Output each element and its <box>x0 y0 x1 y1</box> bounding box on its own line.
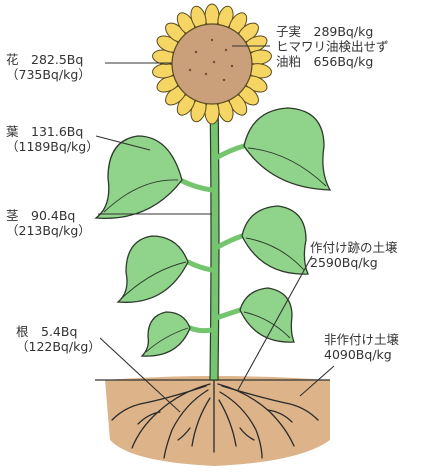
uncultivated-soil-label: 非作付け土壌 4090Bq/kg <box>324 332 399 362</box>
leaf-value: 葉 131.6Bq <box>6 124 99 139</box>
uncultivated-soil-title: 非作付け土壌 <box>324 332 399 347</box>
stem-value: 茎 90.4Bq <box>6 208 91 223</box>
flower-note: （735Bq/kg） <box>6 67 91 82</box>
cultivated-soil-label: 作付け跡の土壌 2590Bq/kg <box>310 240 398 270</box>
leaf-upper-left <box>96 136 182 218</box>
seeds-label: 子実 289Bq/kg ヒマワリ油検出せず 油粕 656Bq/kg <box>276 24 389 69</box>
soil-mound <box>105 376 330 466</box>
cultivated-soil-title: 作付け跡の土壌 <box>310 240 398 255</box>
seeds-value: 子実 289Bq/kg <box>276 24 389 39</box>
root-value: 根 5.4Bq <box>16 324 101 339</box>
flower-center <box>172 24 252 104</box>
uncultivated-soil-value: 4090Bq/kg <box>324 347 399 362</box>
leaf-note: （1189Bq/kg） <box>6 139 99 154</box>
sunflower-oil-note: ヒマワリ油検出せず <box>276 39 389 54</box>
leaf-label: 葉 131.6Bq （1189Bq/kg） <box>6 124 99 154</box>
root-label: 根 5.4Bq （122Bq/kg） <box>16 324 101 354</box>
stem-label: 茎 90.4Bq （213Bq/kg） <box>6 208 91 238</box>
flower-value: 花 282.5Bq <box>6 52 91 67</box>
oil-cake-value: 油粕 656Bq/kg <box>276 54 389 69</box>
root-note: （122Bq/kg） <box>16 339 101 354</box>
cultivated-soil-value: 2590Bq/kg <box>310 255 398 270</box>
flower-label: 花 282.5Bq （735Bq/kg） <box>6 52 91 82</box>
stem-note: （213Bq/kg） <box>6 223 91 238</box>
stem <box>210 96 219 380</box>
